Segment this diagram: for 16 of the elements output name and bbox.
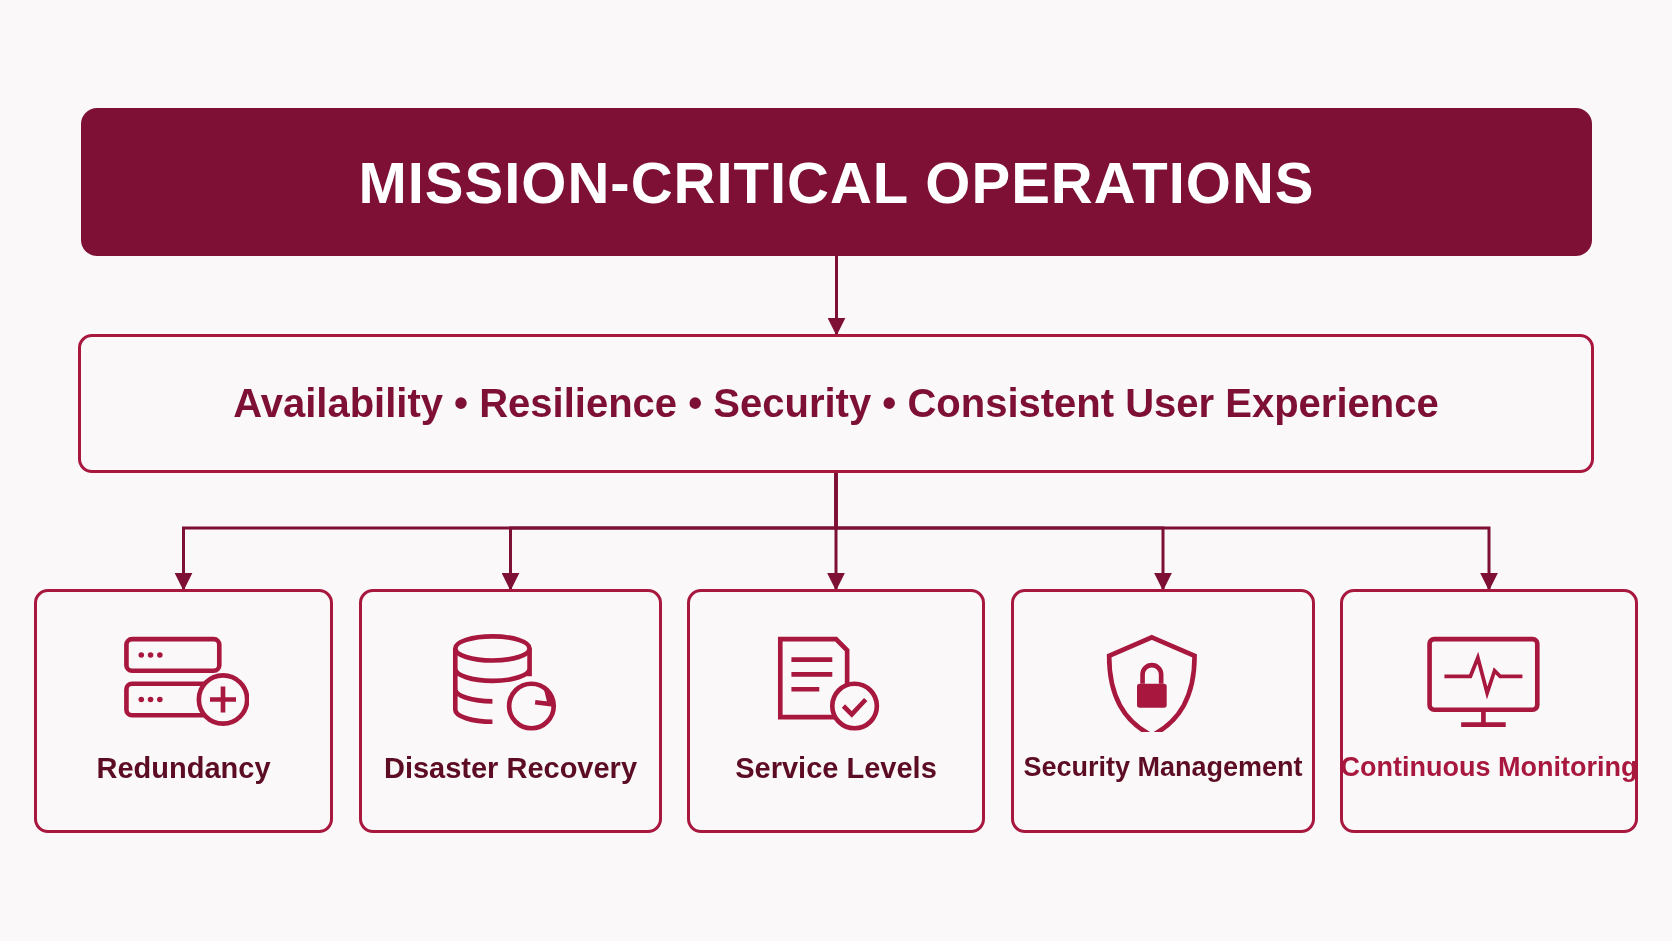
banner-title: MISSION-CRITICAL OPERATIONS [358, 148, 1315, 216]
feature-card [687, 589, 985, 833]
box-label: Availability • Resilience • Security • Consistent User Experience [233, 381, 1439, 426]
feature-card [1340, 589, 1638, 833]
feature-card [34, 589, 333, 833]
card-label: Service Levels [735, 752, 937, 785]
feature-card [1011, 589, 1315, 833]
header-banner [81, 108, 1592, 256]
card-label: Disaster Recovery [383, 752, 638, 785]
card-label: Continuous Monitoring [1340, 752, 1638, 783]
card-label: Security Management [1023, 752, 1303, 783]
arrow [827, 256, 846, 336]
feature-card [359, 589, 662, 833]
card-label: Redundancy [96, 752, 271, 785]
process-box [78, 334, 1594, 473]
arrow [834, 473, 1498, 591]
